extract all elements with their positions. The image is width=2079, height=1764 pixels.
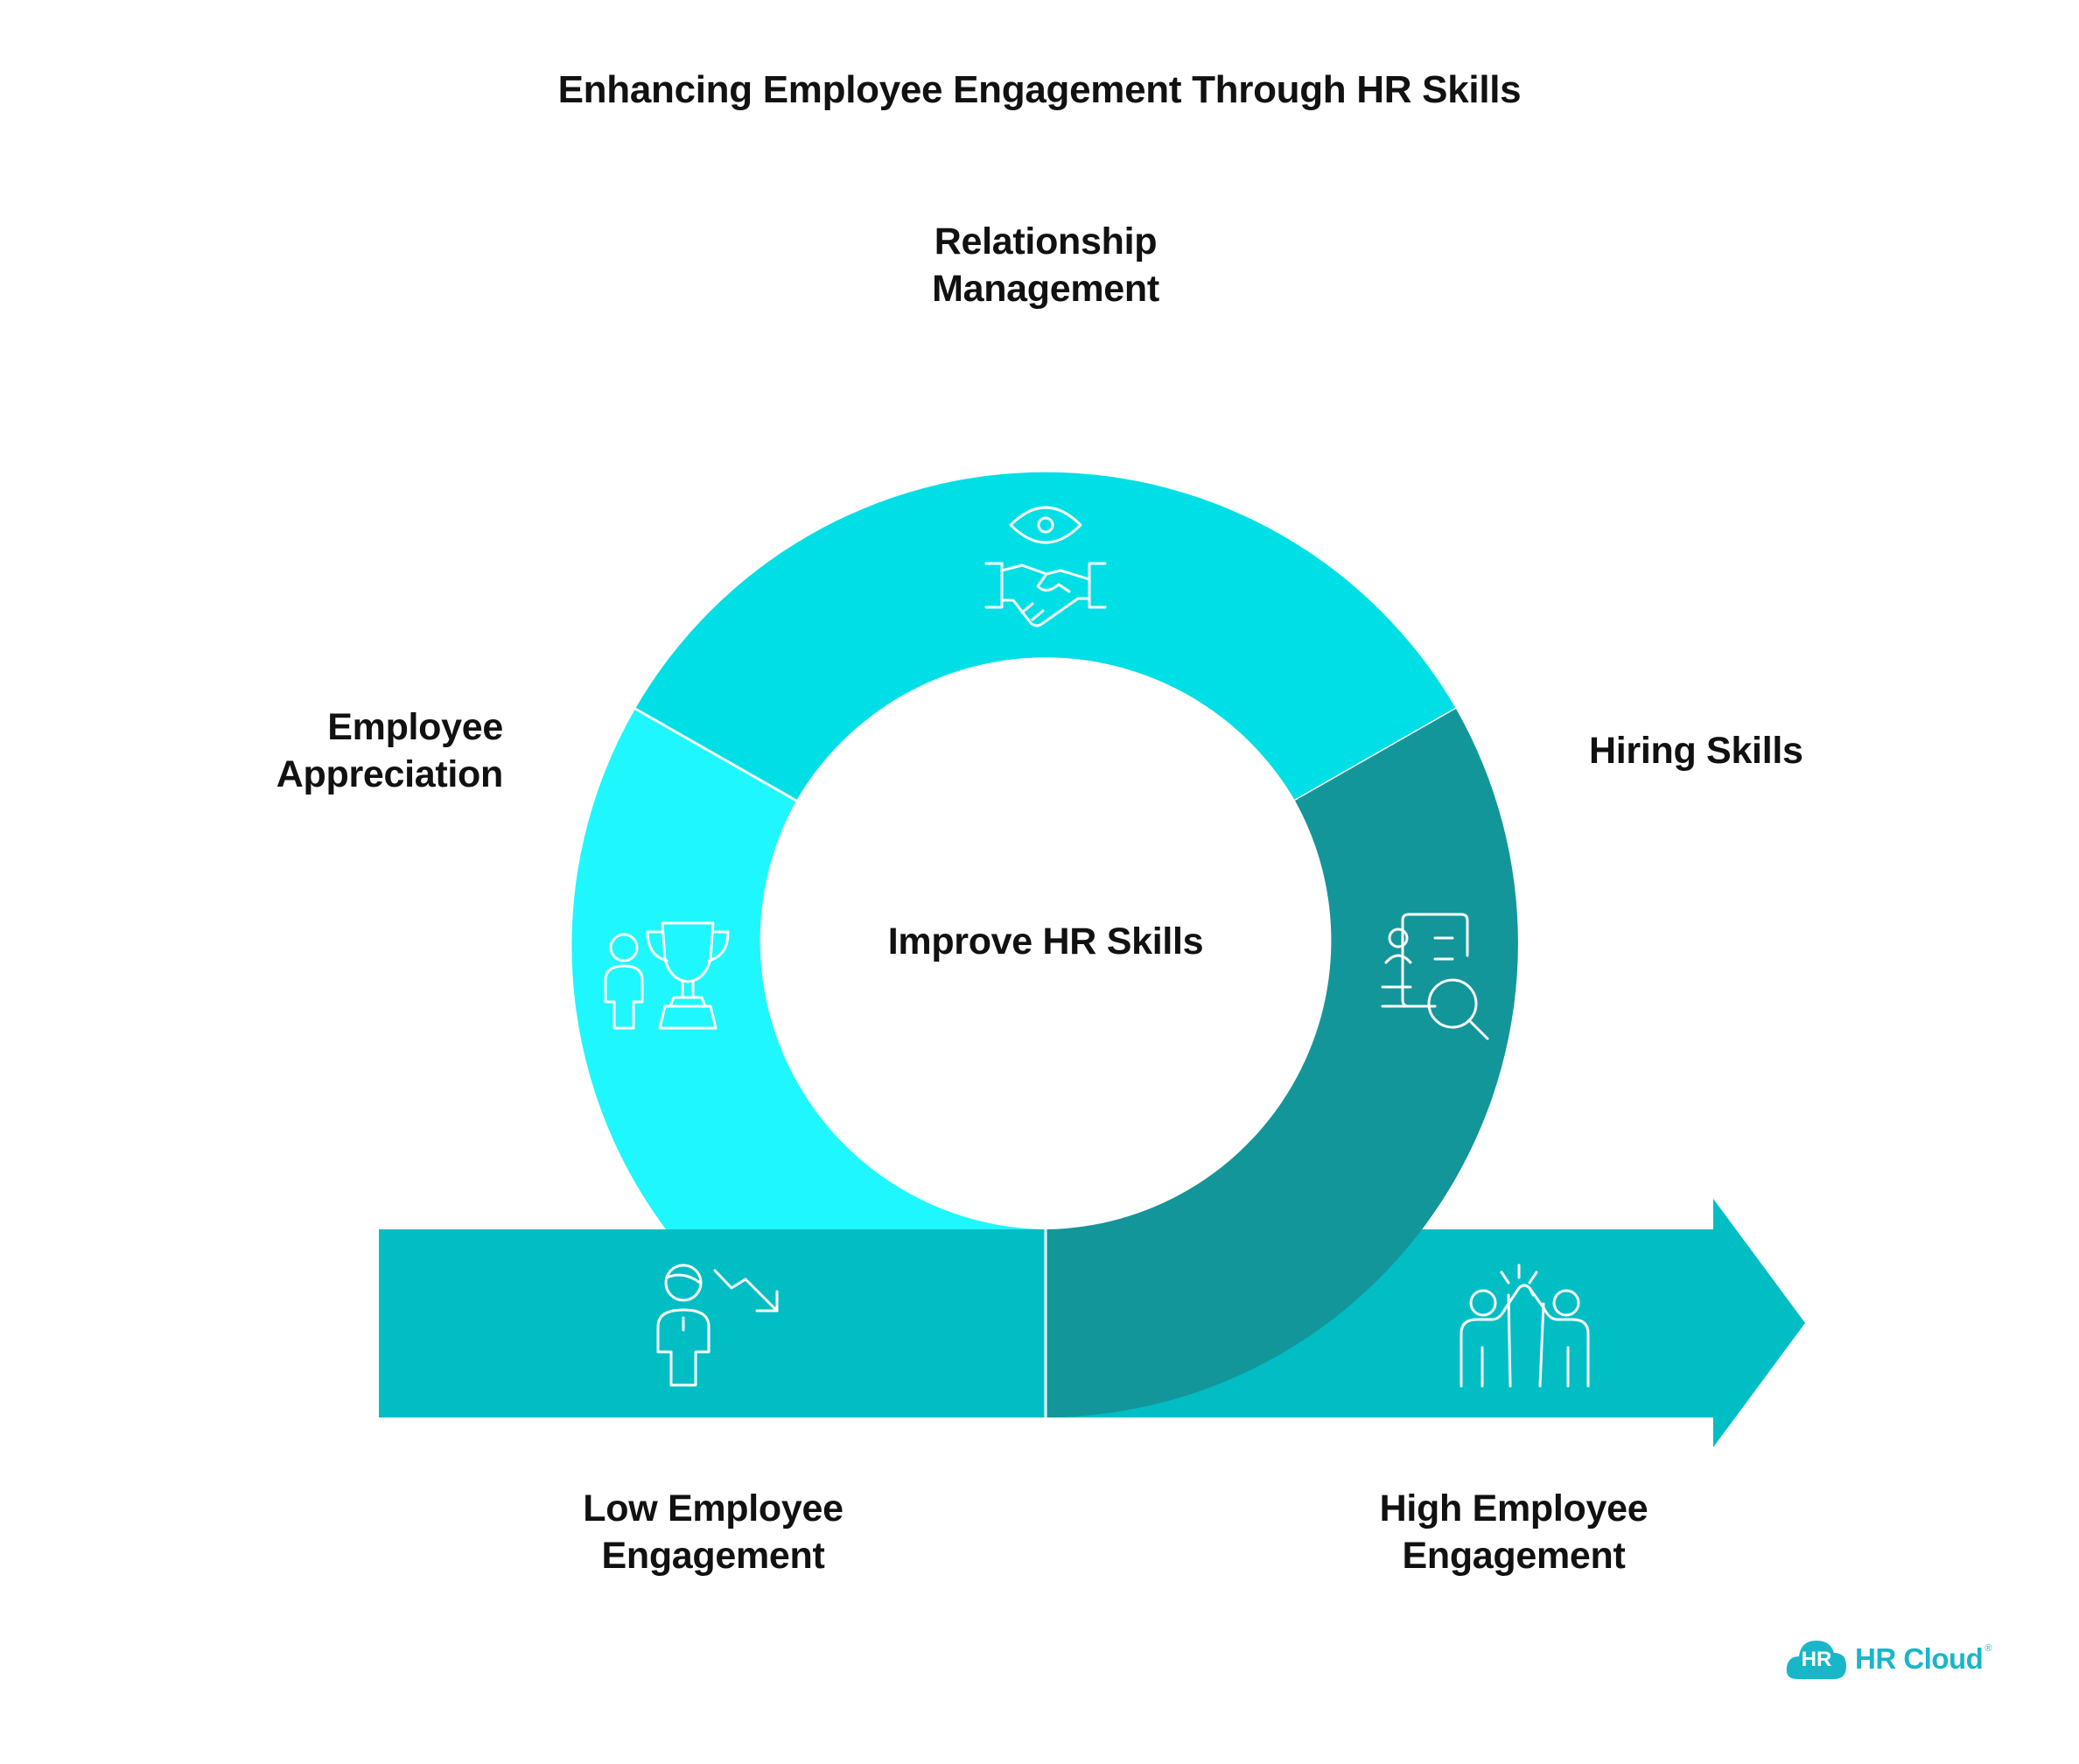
- label-relationship-line1: Relationship: [934, 220, 1158, 262]
- ring-segment-appreciation: [571, 709, 1046, 1229]
- label-low-line2: Engagement: [601, 1535, 825, 1577]
- ring-segment-hiring: [1046, 709, 1518, 1418]
- page-title: Enhancing Employee Engagement Through HR…: [557, 68, 1522, 111]
- brand-registered-mark: ®: [1984, 1643, 1992, 1654]
- brand-logo: HR HR Cloud ®: [1785, 1634, 1992, 1684]
- label-hiring-line1: Hiring Skills: [1589, 730, 1803, 772]
- handshake-eye-icon: [984, 506, 1107, 627]
- label-hiring-skills: Hiring Skills: [1589, 727, 1939, 774]
- arrow-low-section: [379, 1229, 1046, 1418]
- label-low-line1: Low Employee: [583, 1488, 844, 1530]
- ring-divider-left: [634, 707, 797, 802]
- high-five-icon: [1460, 1264, 1590, 1388]
- label-high-engagement: High Employee Engagement: [1339, 1485, 1689, 1579]
- cloud-icon: HR: [1785, 1635, 1848, 1683]
- label-appreciation-line1: Employee: [327, 706, 503, 748]
- label-high-line2: Engagement: [1402, 1535, 1626, 1577]
- resume-search-icon: [1381, 913, 1489, 1040]
- label-relationship-management: Relationship Management: [871, 218, 1221, 312]
- brand-mark: HR: [1801, 1648, 1832, 1671]
- ring-segment-relationship: [635, 472, 1456, 801]
- label-low-engagement: Low Employee Engagement: [538, 1485, 888, 1579]
- label-high-line1: High Employee: [1379, 1488, 1648, 1530]
- label-appreciation-line2: Appreciation: [276, 753, 504, 795]
- center-label: Improve HR Skills: [887, 920, 1204, 962]
- label-employee-appreciation: Employee Appreciation: [201, 704, 504, 798]
- brand-name: HR Cloud: [1855, 1642, 1984, 1675]
- label-relationship-line2: Management: [932, 268, 1159, 310]
- person-trophy-icon: [604, 921, 730, 1030]
- declining-person-icon: [656, 1264, 779, 1387]
